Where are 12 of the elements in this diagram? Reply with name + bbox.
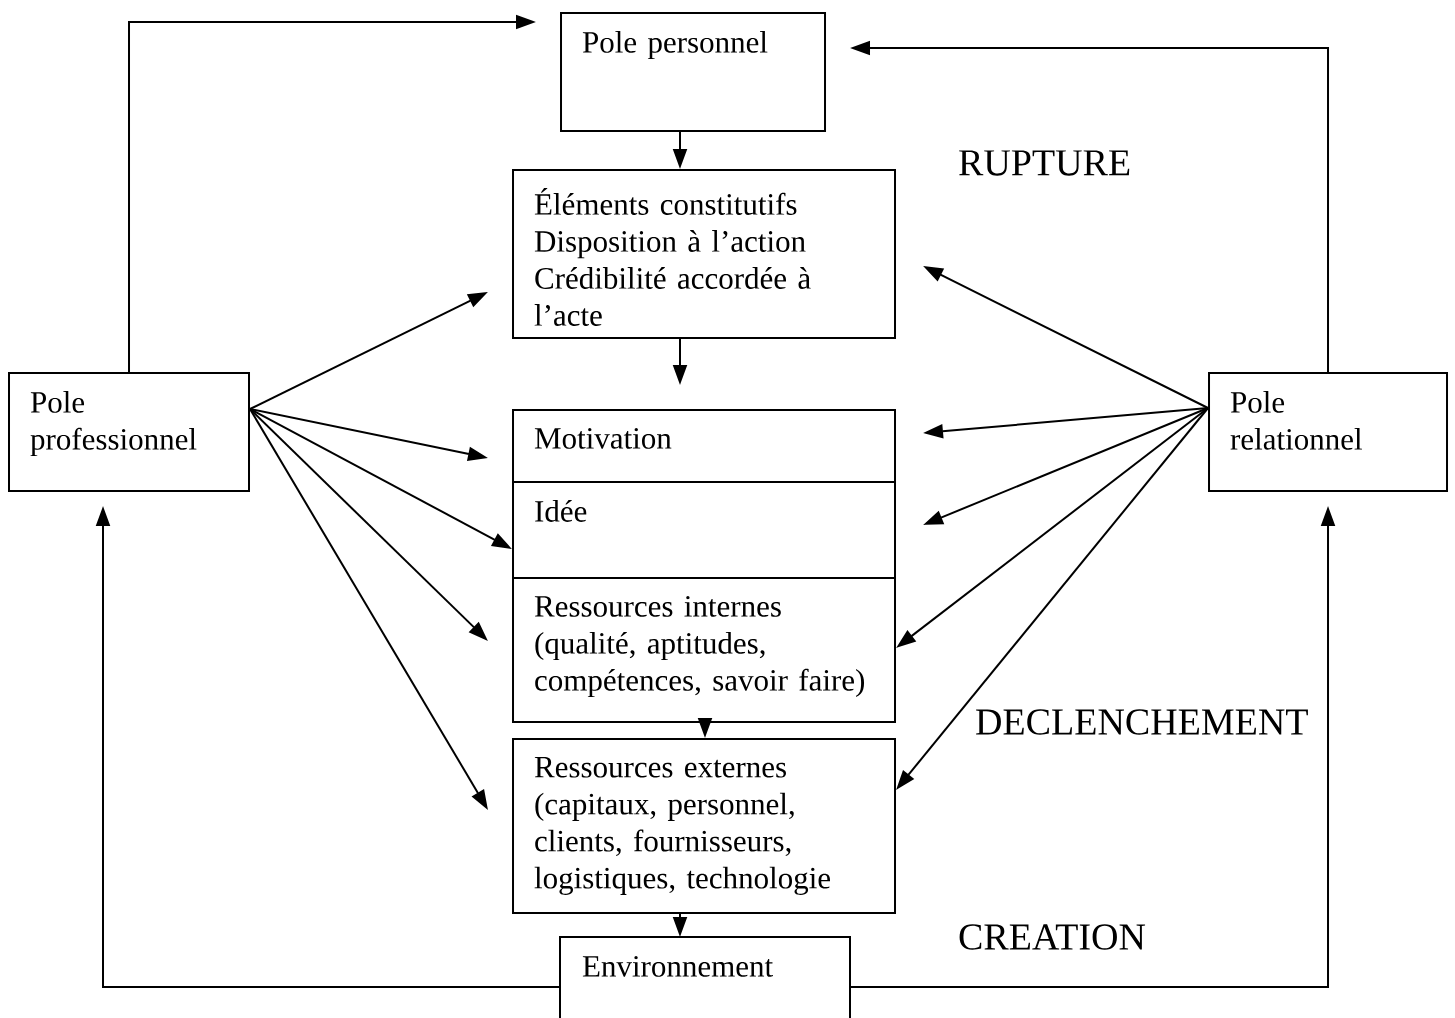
- process-box: Éléments constitutifs Disposition à l’action Crédibilité accordée à l’acte: [512, 169, 896, 339]
- process-box: Motivation: [512, 409, 896, 483]
- phase-label: DECLENCHEMENT: [976, 709, 1308, 735]
- process-box: Pole personnel: [560, 12, 826, 132]
- process-box: Ressources internes (qualité, aptitudes, compétences, savoir faire): [512, 577, 896, 723]
- process-box: Pole relationnel: [1208, 372, 1448, 492]
- phase-label: CREATION: [959, 924, 1146, 950]
- process-box: Environnement: [559, 936, 851, 1018]
- process-box: Pole professionnel: [8, 372, 250, 492]
- process-box: Ressources externes (capitaux, personnel, clients, fournisseurs, logistiques, technologie: [512, 738, 896, 914]
- phase-label: RUPTURE: [959, 150, 1130, 176]
- process-box: Idée: [512, 481, 896, 579]
